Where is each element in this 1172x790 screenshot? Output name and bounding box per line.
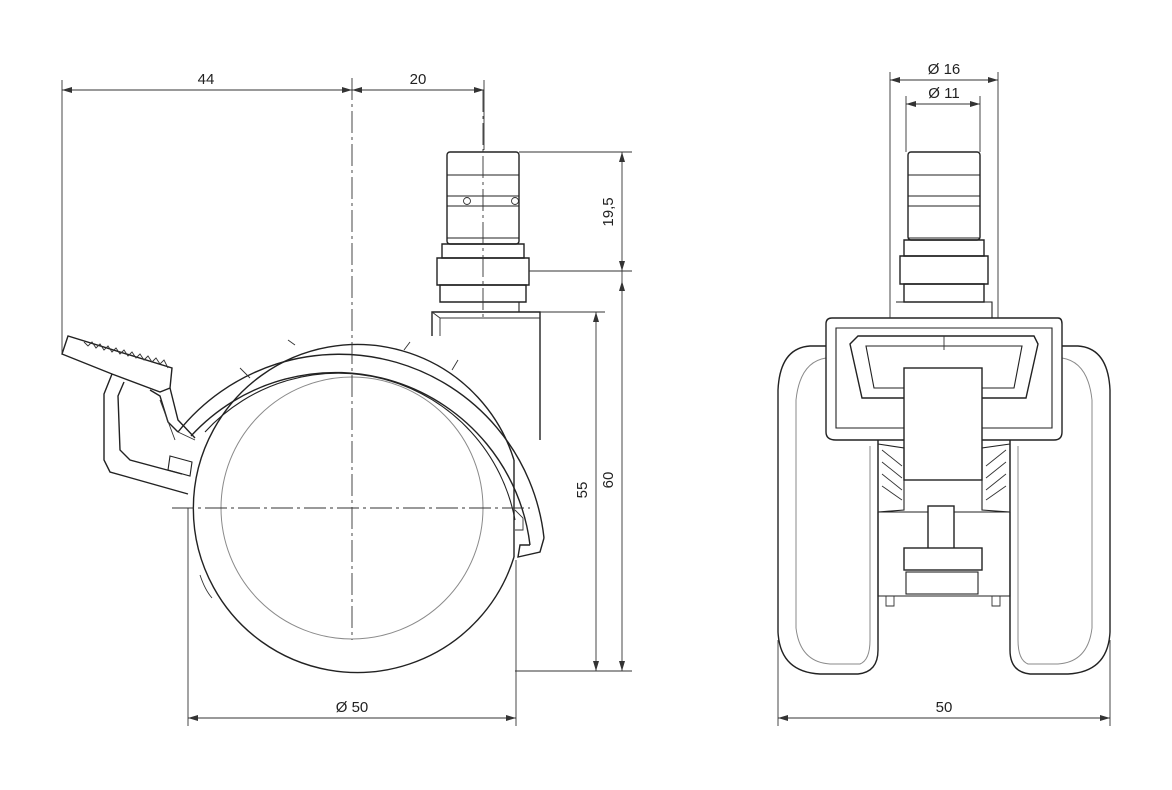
dim-bottom-front: 50 <box>777 640 1111 726</box>
side-swivel-housing <box>431 311 541 440</box>
front-stem <box>896 151 993 319</box>
dim-label-50: 50 <box>936 699 953 716</box>
front-fork-body <box>877 367 1011 607</box>
dim-label-diameter-50: Ø 50 <box>336 699 369 716</box>
dim-label-diameter-16: Ø 16 <box>928 61 961 78</box>
side-view: 44 20 19,5 60 55 <box>61 71 632 726</box>
dim-right-side: 19,5 60 55 <box>515 151 632 672</box>
dim-label-44: 44 <box>198 71 215 88</box>
side-centerlines <box>172 78 530 640</box>
side-hood <box>177 339 545 558</box>
dim-label-55: 55 <box>574 482 591 499</box>
front-view: Ø 16 Ø 11 50 <box>777 61 1111 726</box>
dim-label-60: 60 <box>600 472 617 489</box>
dim-top-front: Ø 16 Ø 11 <box>889 61 999 318</box>
dim-label-20: 20 <box>410 71 427 88</box>
side-brake-pedal <box>61 335 196 495</box>
side-wheel <box>192 343 515 674</box>
dim-label-diameter-11: Ø 11 <box>928 85 959 102</box>
dim-label-19-5: 19,5 <box>600 197 617 226</box>
dim-bottom-side: Ø 50 <box>187 508 517 726</box>
dim-top-side: 44 20 <box>61 71 485 354</box>
